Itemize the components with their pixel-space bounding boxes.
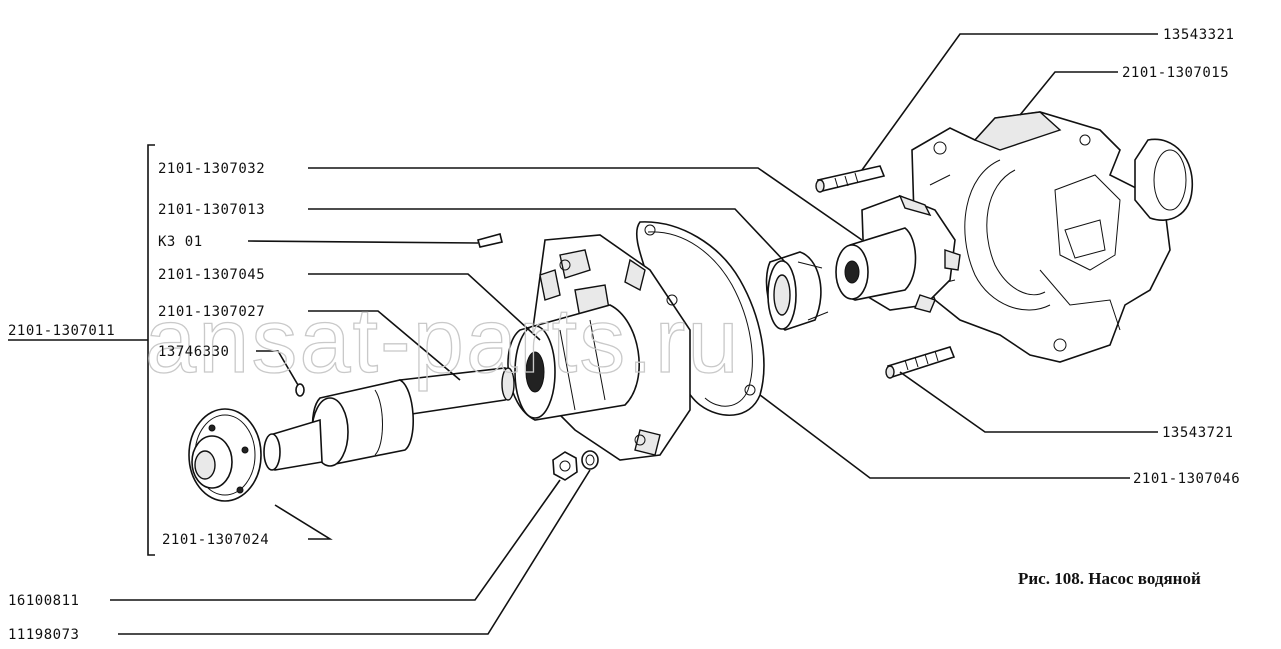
stud-13543721 [885, 346, 956, 379]
label-2101-1307013: 2101-1307013 [158, 202, 265, 218]
label-16100811: 16100811 [8, 593, 79, 609]
label-13543321: 13543321 [1163, 27, 1234, 43]
label-2101-1307024: 2101-1307024 [162, 532, 269, 548]
figure-caption: Рис. 108. Насос водяной [1018, 569, 1201, 588]
seal-part [765, 251, 829, 331]
shaft-bearing [263, 367, 515, 471]
hub-part [835, 194, 961, 313]
label-13746330: 13746330 [158, 344, 229, 360]
part-labels: 13543321 2101-1307015 2101-1307032 2101-… [8, 27, 1240, 643]
watermark: ansat-parts.ru [145, 290, 741, 392]
label-11198073: 11198073 [8, 627, 79, 643]
pin-k301 [477, 233, 503, 248]
screw-13746330 [295, 383, 305, 397]
label-k301: K3 01 [158, 234, 203, 250]
screw-13543321 [815, 165, 886, 193]
label-2101-1307045: 2101-1307045 [158, 267, 265, 283]
impeller-cover [507, 234, 691, 461]
pump-housing [911, 111, 1194, 363]
pulley-hub [188, 408, 262, 502]
label-2101-1307046: 2101-1307046 [1133, 471, 1240, 487]
washer-11198073 [581, 450, 599, 470]
label-2101-1307011: 2101-1307011 [8, 323, 115, 339]
label-13543721: 13543721 [1162, 425, 1233, 441]
label-2101-1307015: 2101-1307015 [1122, 65, 1229, 81]
leader-lines [8, 33, 1158, 635]
label-2101-1307027: 2101-1307027 [158, 304, 265, 320]
label-2101-1307032: 2101-1307032 [158, 161, 265, 177]
nut-16100811 [552, 451, 578, 481]
